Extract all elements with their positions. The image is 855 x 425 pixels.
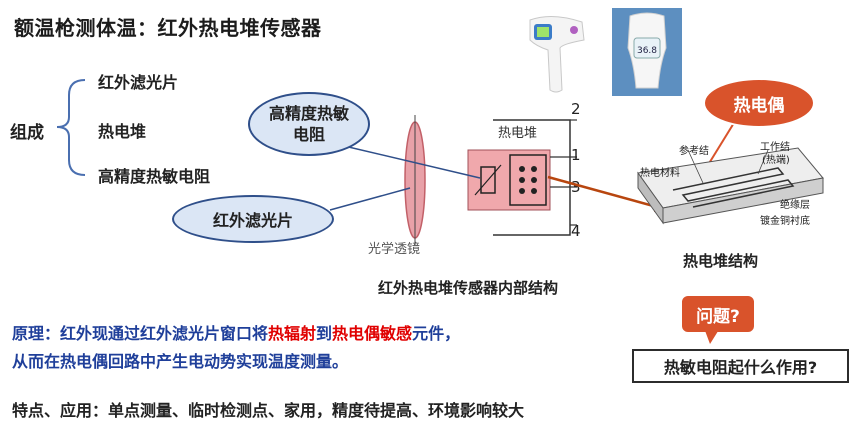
structure-label-reference: 参考结 [679,146,709,157]
thermopile-structure-caption: 热电堆结构 [683,252,759,270]
callout-thermocouple-text: 热电偶 [733,95,785,116]
callout-filter: 红外滤光片 [172,195,334,243]
pin-4: 4 [571,222,581,240]
structure-label-material: 热电材料 [640,168,680,179]
callout-thermistor-text: 高精度热敏电阻 [268,104,349,144]
composition-bracket [56,79,86,176]
principle-emphasis-sensor: 热电偶敏感 [332,324,413,343]
thermopile-structure [637,147,824,225]
composition-item-thermopile: 热电堆 [98,122,147,141]
callout-filter-text: 红外滤光片 [212,211,293,230]
callout-thermocouple: 热电偶 [703,78,815,128]
sensor-diagram-caption: 红外热电堆传感器内部结构 [378,279,559,297]
structure-label-insulation: 绝缘层 [780,200,810,211]
thermopile-label: 热电堆 [498,126,538,141]
question-bubble: 问题? [680,294,756,334]
thermometer-photo-right: 36.8 [612,8,682,96]
callout-thermistor: 高精度热敏电阻 [248,92,370,156]
thermometer-photo-left [522,10,590,95]
svg-text:36.8: 36.8 [637,46,657,56]
question-text: 热敏电阻起什么作用? [663,358,818,377]
principle-emphasis-radiation: 热辐射 [268,324,317,343]
composition-label: 组成 [10,123,44,143]
structure-label-substrate: 镀金铜衬底 [760,216,810,227]
composition-item-filter: 红外滤光片 [98,73,179,92]
composition-item-thermistor: 高精度热敏电阻 [98,167,211,186]
structure-label-work: 工作结 [760,142,790,153]
principle-segment: 到 [316,324,333,343]
question-bubble-text: 问题? [696,306,740,327]
page-title: 额温枪测体温：红外热电堆传感器 [14,16,322,40]
question-box: 热敏电阻起什么作用? [632,349,849,383]
features-text: 特点、应用：单点测量、临时检测点、家用，精度待提高、环境影响较大 [12,401,525,420]
principle-line-2: 从而在热电偶回路中产生电动势实现温度测量。 [12,352,349,371]
pin-1: 1 [571,146,581,164]
pin-3: 3 [571,178,581,196]
principle-line-1: 原理：红外现通过红外滤光片窗口将热辐射到热电偶敏感元件， [12,320,460,348]
question-bubble-tail [704,328,720,344]
pin-2: 2 [571,100,581,118]
lens-label: 光学透镜 [368,242,421,257]
principle-segment: 原理：红外现通过红外滤光片窗口将 [12,324,269,343]
structure-label-hot: (热端) [762,155,790,166]
principle-segment: 元件， [412,324,461,343]
principle-text: 原理：红外现通过红外滤光片窗口将热辐射到热电偶敏感元件， 从而在热电偶回路中产生… [12,320,460,376]
sensor-diagram [404,115,577,245]
